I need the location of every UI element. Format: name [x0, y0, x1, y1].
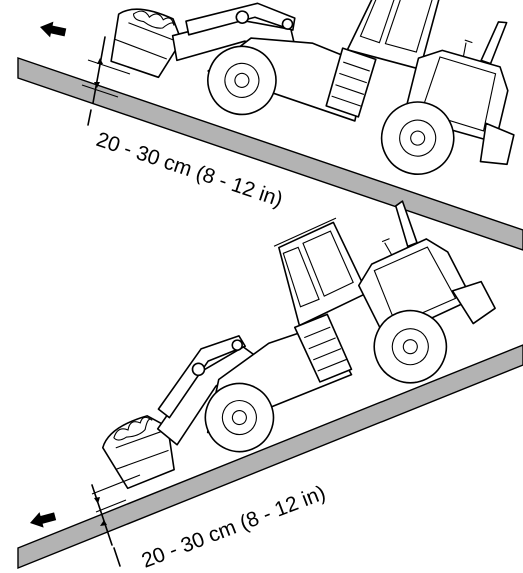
bottom-ground: [17, 344, 523, 570]
top-clearance-dimension: [81, 36, 131, 126]
arrow-left-icon: [27, 508, 58, 531]
bottom-panel: 20 - 30 cm (8 - 12 in): [17, 174, 523, 573]
top-ground: [17, 57, 523, 251]
top-panel: 20 - 30 cm (8 - 12 in): [17, 0, 523, 251]
arrow-left-icon: [38, 19, 68, 41]
bottom-clearance-dimension: [91, 474, 141, 567]
